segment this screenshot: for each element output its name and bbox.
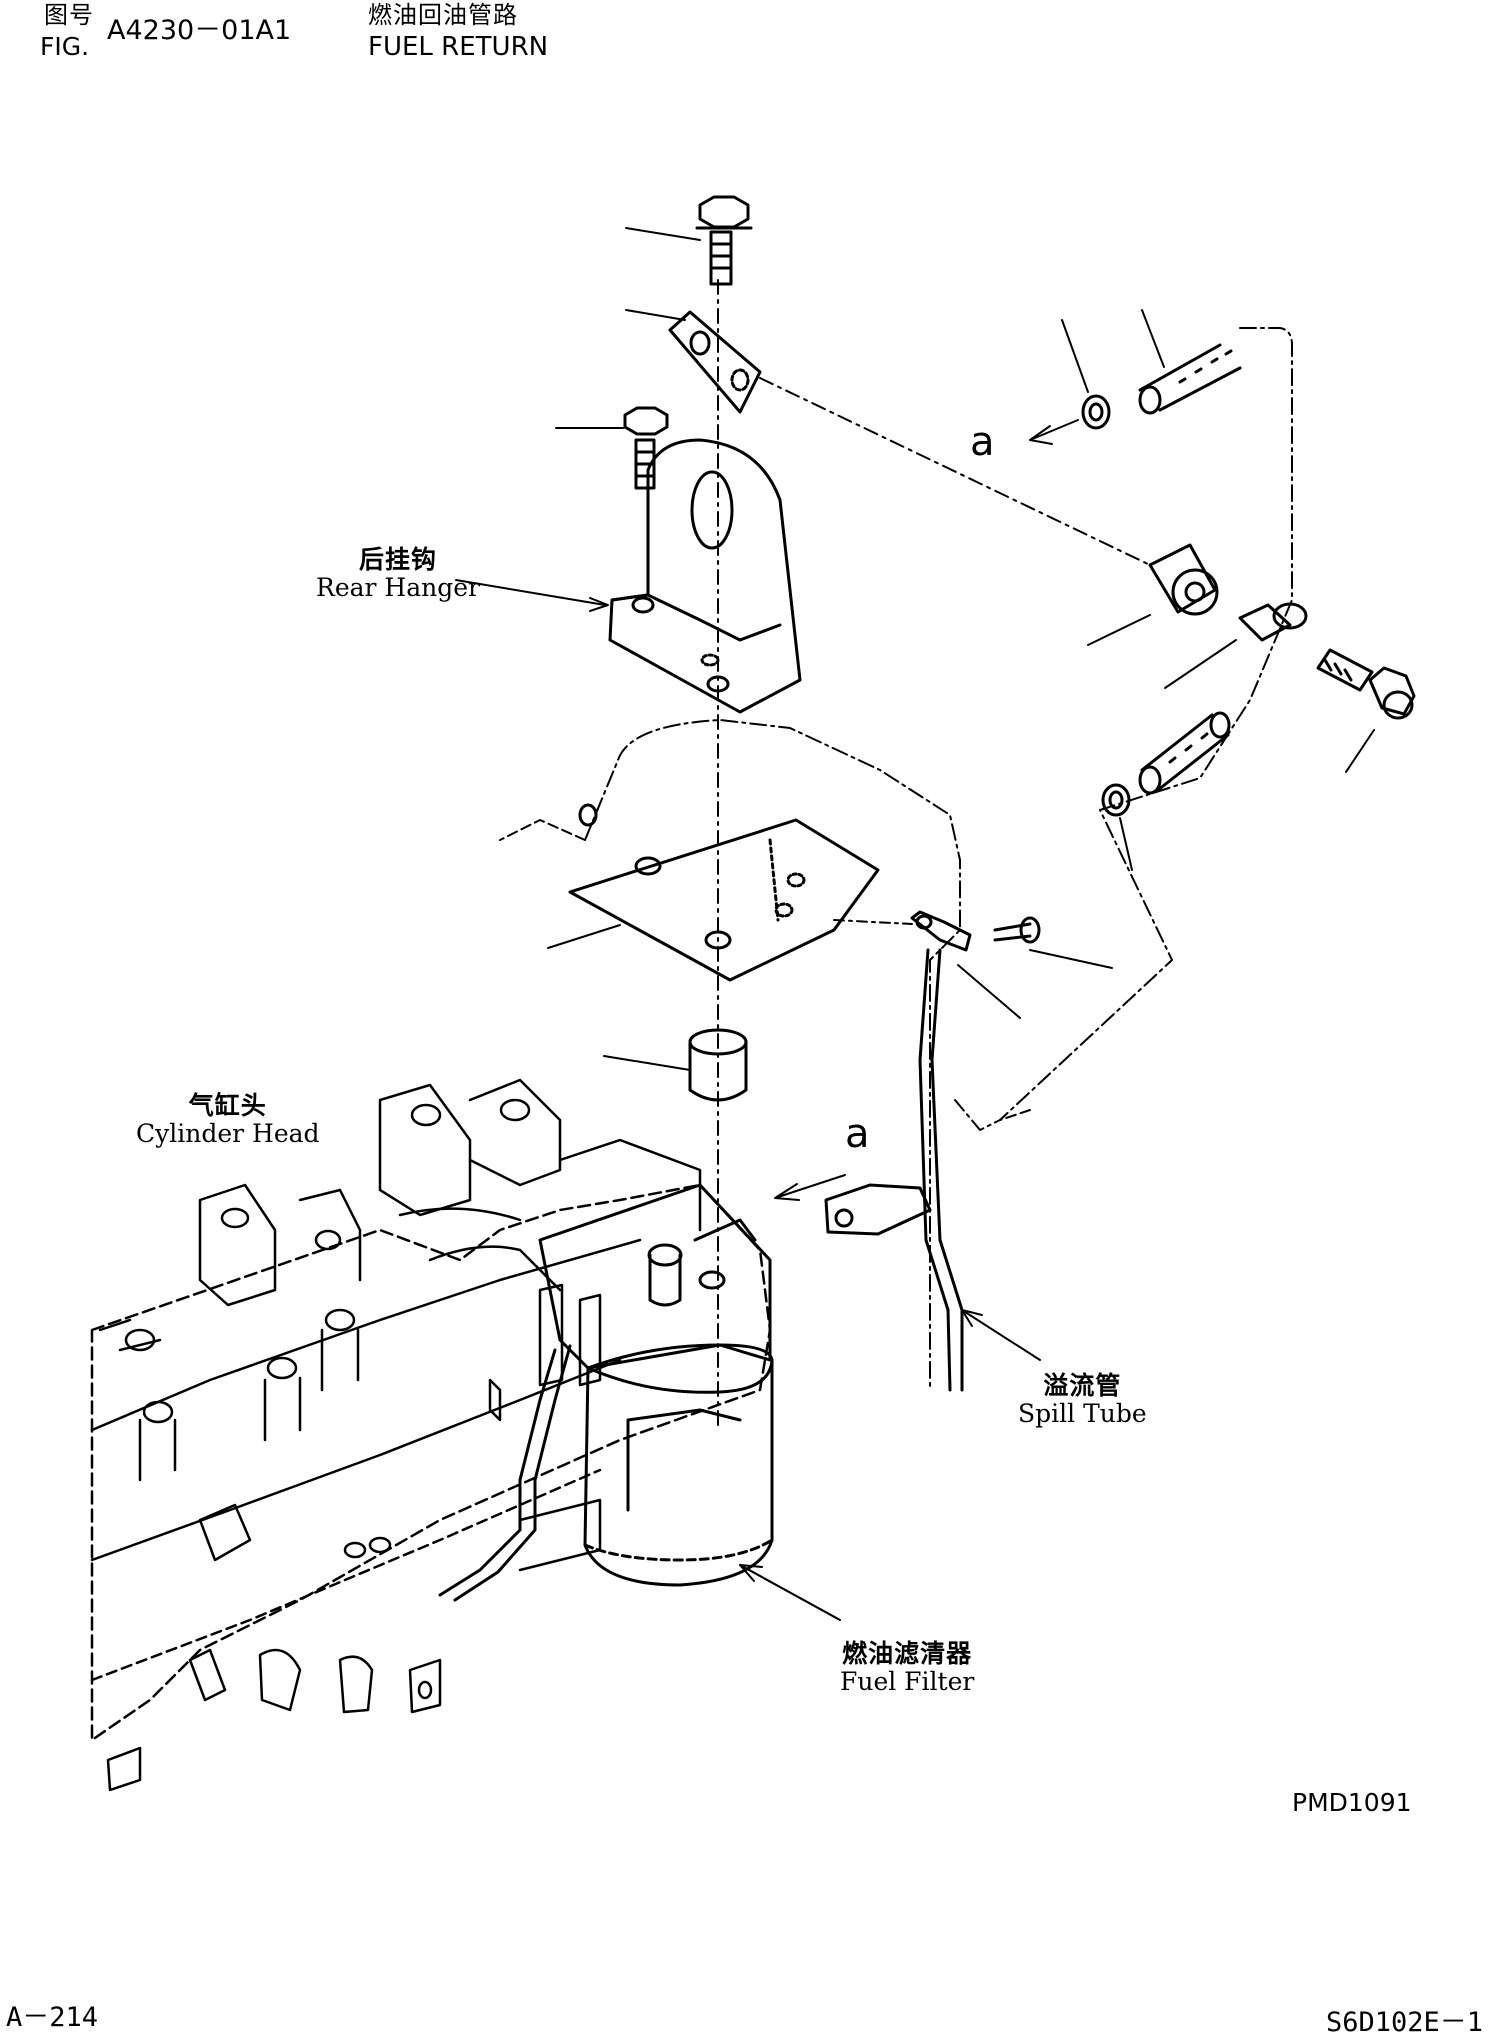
banjo-clip	[910, 910, 972, 952]
rear-hanger-en: Rear Hanger	[316, 573, 480, 602]
ref-a-mid: a	[845, 1111, 870, 1157]
title-cn: 燃油回油管路	[368, 1, 518, 29]
upper-clip	[1081, 394, 1111, 430]
fig-label-en: FIG.	[40, 32, 90, 61]
lower-hose	[1138, 711, 1231, 795]
figure-number: A4230－01A1	[107, 15, 292, 46]
spill-tube-cn: 溢流管	[1043, 1371, 1122, 1400]
ref-a-top: a	[970, 419, 995, 465]
spill-tube	[824, 948, 964, 1392]
fuel-filter-label: 燃油滤清器 Fuel Filter	[840, 1640, 974, 1696]
right-bolt	[1316, 648, 1416, 720]
cylinder-head-block	[90, 1078, 772, 1792]
spacer-right	[1148, 543, 1219, 616]
cylinder-head-cn: 气缸头	[188, 1091, 267, 1120]
small-bracket	[668, 310, 762, 414]
fuel-filter-en: Fuel Filter	[840, 1667, 975, 1696]
cylinder-head-en: Cylinder Head	[136, 1119, 320, 1148]
rear-hanger-label: 后挂钩 Rear Hanger	[316, 546, 480, 602]
cylinder-head-label: 气缸头 Cylinder Head	[136, 1092, 320, 1148]
rear-hanger-cn: 后挂钩	[358, 545, 437, 574]
upper-hose	[1138, 343, 1242, 415]
second-bolt	[623, 406, 669, 490]
top-bolt	[695, 195, 753, 286]
page-number: A－214	[6, 2002, 99, 2033]
spacer-bottom	[688, 1028, 748, 1102]
lower-clip	[1101, 783, 1131, 817]
drawing-code: PMD1091	[1292, 1788, 1412, 1817]
spill-tube-en: Spill Tube	[1018, 1399, 1147, 1428]
fig-label-cn: 图号	[44, 1, 94, 29]
rear-hanger-part	[608, 438, 802, 714]
tube-clamp	[1238, 602, 1308, 642]
small-screw	[993, 916, 1041, 944]
model-code: S6D102E－1	[1326, 2007, 1484, 2038]
mounting-plate	[568, 818, 880, 982]
title-en: FUEL RETURN	[368, 32, 549, 62]
spill-tube-label: 溢流管 Spill Tube	[1018, 1372, 1147, 1428]
fuel-filter-cn: 燃油滤清器	[842, 1639, 973, 1668]
fuel-filter-part	[438, 1183, 774, 1602]
